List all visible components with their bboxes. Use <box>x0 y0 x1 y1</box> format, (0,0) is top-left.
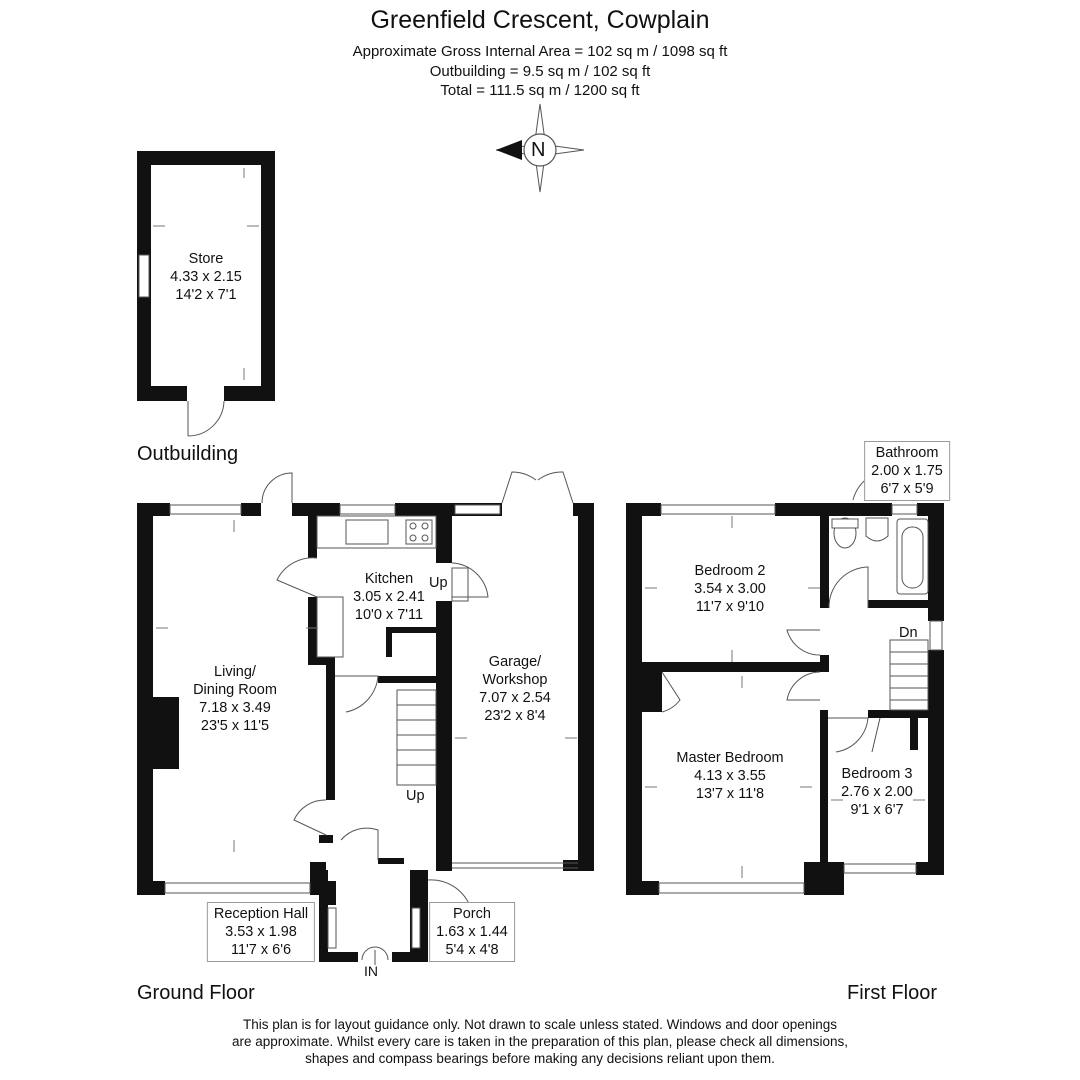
living-metric: 7.18 x 3.49 <box>199 700 271 716</box>
room-label-bathroom: Bathroom 2.00 x 1.75 6'7 x 5'9 <box>864 441 950 501</box>
bedroom2-metric: 3.54 x 3.00 <box>694 581 766 597</box>
compass-icon <box>495 103 585 193</box>
room-label-porch: Porch 1.63 x 1.44 5'4 x 4'8 <box>429 902 515 962</box>
disclaimer: This plan is for layout guidance only. N… <box>232 1016 848 1067</box>
living-name-1: Living/ <box>214 664 256 680</box>
garage-name-2: Workshop <box>482 672 548 688</box>
store-metric: 4.33 x 2.15 <box>170 269 242 285</box>
first-floor-stairs <box>889 639 929 711</box>
bathroom-fittings <box>831 517 929 595</box>
reception-imperial: 11'7 x 6'6 <box>230 942 292 958</box>
kitchen-fittings <box>316 515 437 658</box>
bathroom-metric: 2.00 x 1.75 <box>871 463 943 479</box>
stairs-up-label-hall: Up <box>406 788 425 804</box>
kitchen-metric: 3.05 x 2.41 <box>353 589 425 605</box>
room-label-master-bedroom: Master Bedroom 4.13 x 3.55 13'7 x 11'8 <box>676 749 783 803</box>
bathroom-name: Bathroom <box>875 445 939 461</box>
living-imperial: 23'5 x 11'5 <box>200 718 270 734</box>
room-label-bedroom-3: Bedroom 3 2.76 x 2.00 9'1 x 6'7 <box>841 765 913 819</box>
kitchen-name: Kitchen <box>364 571 414 587</box>
section-label-outbuilding: Outbuilding <box>137 443 239 465</box>
ground-floor-stairs <box>396 567 469 786</box>
bathroom-imperial: 6'7 x 5'9 <box>880 481 934 497</box>
room-label-reception-hall: Reception Hall 3.53 x 1.98 11'7 x 6'6 <box>206 902 316 962</box>
ground-floor-doors <box>261 471 574 965</box>
plan-title: Greenfield Crescent, Cowplain <box>370 6 710 34</box>
stairs-down-label: Dn <box>899 625 918 641</box>
garage-metric: 7.07 x 2.54 <box>479 690 551 706</box>
bedroom3-name: Bedroom 3 <box>841 766 913 782</box>
section-label-ground-floor: Ground Floor <box>137 982 255 1004</box>
living-name-2: Dining Room <box>193 682 277 698</box>
gross-area-text: Approximate Gross Internal Area = 102 sq… <box>352 43 728 60</box>
porch-imperial: 5'4 x 4'8 <box>445 942 499 958</box>
room-label-bedroom-2: Bedroom 2 3.54 x 3.00 11'7 x 9'10 <box>694 562 766 616</box>
total-area-text: Total = 111.5 sq m / 1200 sq ft <box>440 82 640 99</box>
garage-imperial: 23'2 x 8'4 <box>484 708 546 724</box>
kitchen-imperial: 10'0 x 7'11 <box>354 607 424 623</box>
disclaimer-line-2: are approximate. Whilst every care is ta… <box>231 1034 849 1049</box>
stairs-up-label-kitchen: Up <box>429 575 448 591</box>
ground-floor-walls <box>137 503 594 962</box>
store-walls <box>137 151 275 401</box>
reception-name: Reception Hall <box>213 906 309 922</box>
entrance-label: IN <box>364 963 378 979</box>
store-door <box>187 400 225 437</box>
compass-label: N <box>531 139 546 161</box>
section-label-first-floor: First Floor <box>847 982 937 1004</box>
ground-floor-windows <box>164 504 578 949</box>
dimension-ticks <box>153 168 925 878</box>
bedroom2-name: Bedroom 2 <box>694 563 766 579</box>
master-metric: 4.13 x 3.55 <box>694 768 766 784</box>
master-name: Master Bedroom <box>676 750 784 766</box>
garage-name-1: Garage/ <box>488 654 542 670</box>
porch-metric: 1.63 x 1.44 <box>436 924 508 940</box>
store-imperial: 14'2 x 7'1 <box>175 287 237 303</box>
outbuilding-area-text: Outbuilding = 9.5 sq m / 102 sq ft <box>429 63 651 80</box>
reception-metric: 3.53 x 1.98 <box>225 924 297 940</box>
room-label-garage: Garage/ Workshop 7.07 x 2.54 23'2 x 8'4 <box>479 653 551 725</box>
porch-name: Porch <box>453 906 491 922</box>
bedroom2-imperial: 11'7 x 9'10 <box>695 599 765 615</box>
disclaimer-line-1: This plan is for layout guidance only. N… <box>242 1017 838 1032</box>
room-label-store: Store 4.33 x 2.15 14'2 x 7'1 <box>170 250 242 304</box>
master-imperial: 13'7 x 11'8 <box>695 786 765 802</box>
first-floor-walls <box>626 503 944 895</box>
first-floor-windows <box>658 504 943 894</box>
store-name: Store <box>188 251 224 267</box>
disclaimer-line-3: shapes and compass bearings before makin… <box>305 1051 775 1066</box>
bedroom3-metric: 2.76 x 2.00 <box>841 784 913 800</box>
room-label-kitchen: Kitchen 3.05 x 2.41 10'0 x 7'11 <box>353 570 425 624</box>
bedroom3-imperial: 9'1 x 6'7 <box>850 802 904 818</box>
room-label-living: Living/ Dining Room 7.18 x 3.49 23'5 x 1… <box>193 663 277 735</box>
